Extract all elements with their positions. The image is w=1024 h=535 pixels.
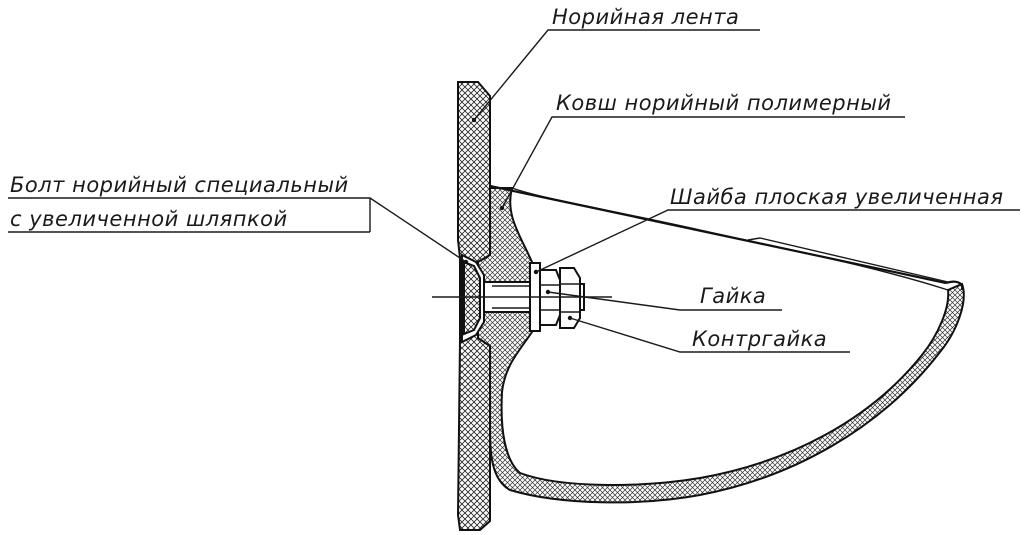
bolt-head-hatch [463, 260, 481, 336]
label-locknut: Контргайка [692, 327, 827, 351]
leader-belt [473, 29, 760, 121]
nut-chamfer [540, 284, 560, 311]
label-bucket: Ковш норийный полимерный [556, 91, 892, 115]
bucket-rim-lip [747, 237, 949, 283]
bucket-lip-tip [945, 280, 964, 291]
label-belt: Норийная лента [552, 5, 739, 29]
leader-bolt [8, 197, 467, 263]
bucket-shell [477, 187, 965, 504]
bolt-thread [492, 285, 530, 309]
bucket-rim [489, 184, 947, 285]
lock-nut-chamfer [560, 283, 580, 313]
leader-washer [535, 209, 1020, 273]
label-bolt-line2: с увеличенной шляпкой [10, 207, 288, 231]
leader-bucket [501, 116, 905, 209]
lock-nut [559, 267, 581, 329]
leader-nut [547, 291, 782, 311]
label-nut: Гайка [700, 284, 766, 308]
label-washer: Шайба плоская увеличенная [670, 185, 1003, 209]
label-bolt-line1: Болт норийный специальный [10, 173, 349, 197]
leader-locknut [569, 317, 850, 353]
